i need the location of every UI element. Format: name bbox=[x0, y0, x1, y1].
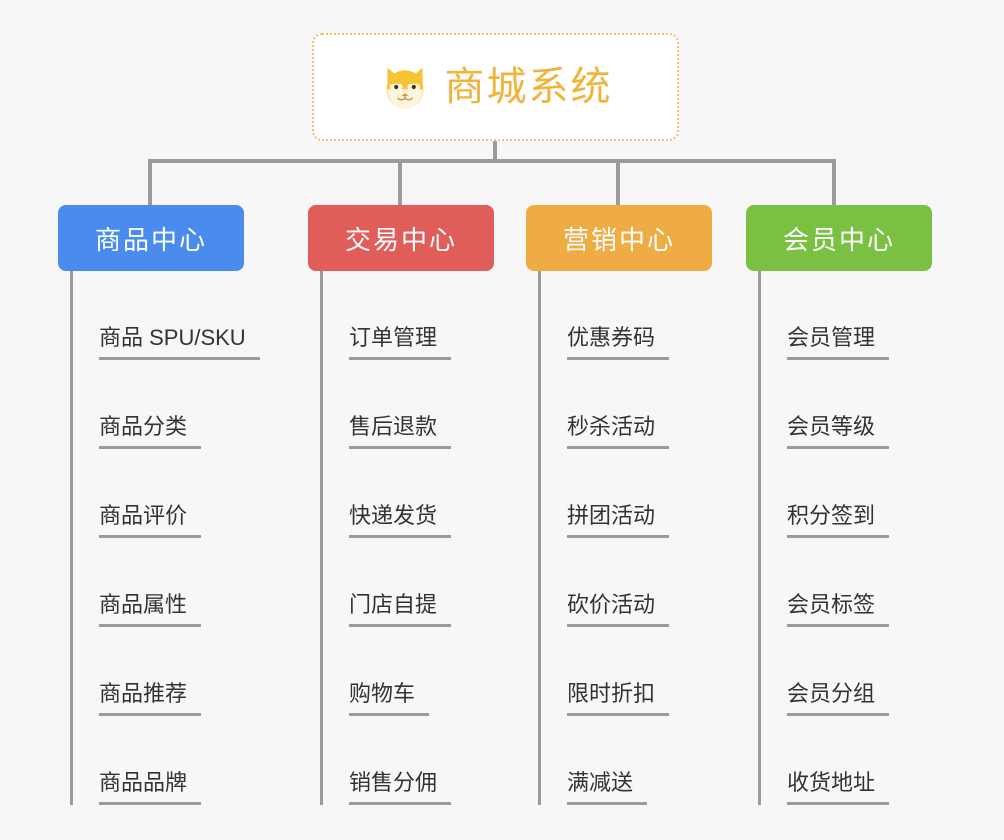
category-header-0[interactable]: 商品中心 bbox=[58, 205, 244, 271]
leaf-item[interactable]: 售后退款 bbox=[323, 360, 494, 449]
leaf-item[interactable]: 订单管理 bbox=[323, 271, 494, 360]
leaf-item-label: 商品分类 bbox=[99, 414, 202, 449]
leaf-item-label: 售后退款 bbox=[349, 414, 452, 449]
leaf-item[interactable]: 砍价活动 bbox=[541, 538, 712, 627]
leaf-item-label: 商品属性 bbox=[99, 592, 202, 627]
leaf-item[interactable]: 商品 SPU/SKU bbox=[73, 271, 260, 360]
leaf-item[interactable]: 快递发货 bbox=[323, 449, 494, 538]
leaf-item[interactable]: 会员管理 bbox=[761, 271, 932, 360]
category-column-2: 营销中心 优惠券码 秒杀活动 拼团活动 砍价活动 限时折扣 满减送 bbox=[526, 205, 712, 805]
leaf-item[interactable]: 门店自提 bbox=[323, 538, 494, 627]
category-column-3: 会员中心 会员管理 会员等级 积分签到 会员标签 会员分组 收货地址 bbox=[746, 205, 932, 805]
leaf-item[interactable]: 优惠券码 bbox=[541, 271, 712, 360]
leaf-item[interactable]: 商品推荐 bbox=[73, 627, 244, 716]
leaf-item[interactable]: 购物车 bbox=[323, 627, 494, 716]
leaf-list-2: 优惠券码 秒杀活动 拼团活动 砍价活动 限时折扣 满减送 bbox=[538, 271, 712, 805]
leaf-item[interactable]: 会员分组 bbox=[761, 627, 932, 716]
leaf-item[interactable]: 商品属性 bbox=[73, 538, 244, 627]
category-header-1[interactable]: 交易中心 bbox=[308, 205, 494, 271]
leaf-item-label: 购物车 bbox=[349, 681, 430, 716]
leaf-item[interactable]: 商品品牌 bbox=[73, 716, 244, 805]
leaf-list-0: 商品 SPU/SKU 商品分类 商品评价 商品属性 商品推荐 商品品牌 bbox=[70, 271, 260, 805]
connector-drop-0 bbox=[148, 159, 152, 205]
leaf-item[interactable]: 拼团活动 bbox=[541, 449, 712, 538]
category-header-label-3: 会员中心 bbox=[782, 224, 895, 255]
leaf-item-label: 会员管理 bbox=[787, 325, 890, 360]
leaf-item-label: 快递发货 bbox=[349, 503, 452, 538]
connector-drop-3 bbox=[832, 159, 836, 205]
leaf-item-label: 收货地址 bbox=[787, 770, 890, 805]
leaf-item[interactable]: 商品分类 bbox=[73, 360, 244, 449]
leaf-item-label: 秒杀活动 bbox=[567, 414, 670, 449]
category-header-label-2: 营销中心 bbox=[562, 224, 675, 255]
leaf-item-label: 商品推荐 bbox=[99, 681, 202, 716]
leaf-list-1: 订单管理 售后退款 快递发货 门店自提 购物车 销售分佣 bbox=[320, 271, 494, 805]
leaf-item[interactable]: 商品评价 bbox=[73, 449, 244, 538]
category-header-2[interactable]: 营销中心 bbox=[526, 205, 712, 271]
leaf-item-label: 限时折扣 bbox=[567, 681, 670, 716]
category-header-label-1: 交易中心 bbox=[344, 224, 457, 255]
leaf-item[interactable]: 积分签到 bbox=[761, 449, 932, 538]
leaf-item-label: 会员标签 bbox=[787, 592, 890, 627]
leaf-item[interactable]: 会员等级 bbox=[761, 360, 932, 449]
root-node-shop-system[interactable]: 商城系统 bbox=[312, 33, 679, 141]
leaf-item-label: 商品 SPU/SKU bbox=[99, 325, 260, 360]
category-column-0: 商品中心 商品 SPU/SKU 商品分类 商品评价 商品属性 商品推荐 商品品牌 bbox=[58, 205, 260, 805]
leaf-item-label: 会员分组 bbox=[787, 681, 890, 716]
category-header-3[interactable]: 会员中心 bbox=[746, 205, 932, 271]
category-column-1: 交易中心 订单管理 售后退款 快递发货 门店自提 购物车 销售分佣 bbox=[308, 205, 494, 805]
leaf-item-label: 订单管理 bbox=[349, 325, 452, 360]
leaf-item-label: 销售分佣 bbox=[349, 770, 452, 805]
leaf-item-label: 满减送 bbox=[567, 770, 648, 805]
leaf-item-label: 优惠券码 bbox=[567, 325, 670, 360]
leaf-item-label: 砍价活动 bbox=[567, 592, 670, 627]
connector-horizontal-bus bbox=[148, 159, 836, 163]
connector-drop-2 bbox=[616, 159, 620, 205]
connector-drop-1 bbox=[398, 159, 402, 205]
leaf-item-label: 商品评价 bbox=[99, 503, 202, 538]
leaf-item-label: 拼团活动 bbox=[567, 503, 670, 538]
leaf-item-label: 门店自提 bbox=[349, 592, 452, 627]
leaf-item-label: 会员等级 bbox=[787, 414, 890, 449]
root-node-label: 商城系统 bbox=[444, 65, 613, 109]
leaf-list-3: 会员管理 会员等级 积分签到 会员标签 会员分组 收货地址 bbox=[758, 271, 932, 805]
category-header-label-0: 商品中心 bbox=[94, 224, 207, 255]
connector-root-stem bbox=[493, 141, 497, 162]
leaf-item[interactable]: 秒杀活动 bbox=[541, 360, 712, 449]
leaf-item[interactable]: 收货地址 bbox=[761, 716, 932, 805]
leaf-item-label: 积分签到 bbox=[787, 503, 890, 538]
leaf-item[interactable]: 满减送 bbox=[541, 716, 712, 805]
leaf-item[interactable]: 限时折扣 bbox=[541, 627, 712, 716]
shiba-dog-face-icon bbox=[386, 67, 423, 109]
leaf-item[interactable]: 销售分佣 bbox=[323, 716, 494, 805]
leaf-item[interactable]: 会员标签 bbox=[761, 538, 932, 627]
leaf-item-label: 商品品牌 bbox=[99, 770, 202, 805]
